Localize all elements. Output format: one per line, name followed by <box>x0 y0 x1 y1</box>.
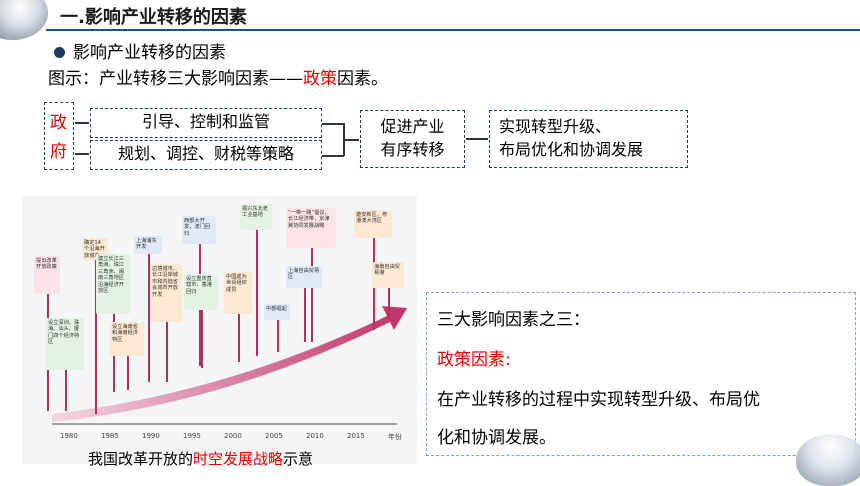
timeline-caption-suffix: 示意 <box>283 450 314 468</box>
year-tick-label: 2015 <box>347 432 365 440</box>
connector <box>75 153 89 155</box>
middle-line-2: 有序转移 <box>380 140 445 159</box>
info-line-3: 在产业转移的过程中实现转型升级、布局优 <box>437 390 760 410</box>
year-tick-label: 2010 <box>306 432 324 440</box>
timeline-event: 上海浦东开发 <box>134 236 162 254</box>
timeline-caption: 我国改革开放的时空发展战略示意 <box>88 448 313 469</box>
event-connector <box>256 230 258 356</box>
event-connector <box>277 320 279 352</box>
event-connector <box>166 322 168 382</box>
arrow-connector <box>466 138 488 140</box>
timeline-event: 海南自由贸易港 <box>372 262 404 288</box>
role-box-plan: 规划、调控、财税等策略 <box>90 140 322 170</box>
timeline-event: 边境城市、长江沿岸城市和内陆省会城市开放开发 <box>150 264 182 322</box>
event-connector <box>304 288 306 342</box>
government-box: 政 府 <box>44 102 74 170</box>
connector <box>75 122 89 124</box>
timeline-event: 中部崛起 <box>264 304 290 320</box>
year-tick-label: 1990 <box>142 432 160 440</box>
caption-suffix: 因素。 <box>337 69 388 89</box>
middle-line-1: 促进产业 <box>380 117 445 136</box>
event-connector <box>388 288 390 320</box>
event-connector <box>127 356 129 390</box>
year-tick-label: 2005 <box>265 432 283 440</box>
bullet-icon <box>54 47 65 58</box>
result-line-1: 实现转型升级、 <box>499 117 612 136</box>
info-line-2: 政策因素: <box>437 350 511 370</box>
timeline-event: 提出改革开放政策 <box>34 256 60 294</box>
timeline-event: 设立重庆直辖市，香港回归 <box>184 274 218 310</box>
event-connector <box>201 310 203 368</box>
info-line-4: 化和协调发展。 <box>437 428 556 448</box>
role-plan-text: 规划、调控、财税等策略 <box>117 144 294 163</box>
year-tick-label: 2000 <box>224 432 242 440</box>
title-underline <box>46 29 860 31</box>
timeline-event: 建立长江三角洲、珠江三角洲、闽南三角地区沿海经济开放区 <box>96 254 130 314</box>
role-box-guide: 引导、控制和监管 <box>90 108 322 138</box>
growth-arrow <box>52 306 407 425</box>
timeline-event: 上海自由贸易区 <box>286 266 322 288</box>
figure-caption: 图示：产业转移三大影响因素——政策因素。 <box>48 64 388 89</box>
timeline-event: 雄安新区、粤港澳大湾区 <box>354 210 392 238</box>
bowl-decoration <box>796 434 860 486</box>
timeline-event: 中国成为世贸组织成员 <box>224 272 252 314</box>
year-tick-label: 1985 <box>101 432 119 440</box>
timeline-event: “一带一路”倡议，长江经济带，京津冀协同发展战略 <box>286 208 336 248</box>
result-box: 实现转型升级、 布局优化和协调发展 <box>489 110 688 168</box>
caption-highlight: 政策 <box>303 69 337 89</box>
caption-prefix: 图示：产业转移三大影响因素—— <box>48 69 303 89</box>
event-connector <box>238 314 240 362</box>
timeline-event: 西部大开发，澳门回归 <box>182 216 216 244</box>
timeline-caption-highlight: 时空发展战略 <box>193 450 284 468</box>
info-box: 三大影响因素之三： 政策因素: 在产业转移的过程中实现转型升级、布局优 化和协调… <box>426 292 856 456</box>
year-tick-label: 1980 <box>60 432 78 440</box>
timeline-event: 设立海南省和海南经济特区 <box>110 322 144 356</box>
event-connector <box>95 260 97 414</box>
timeline-event: 设立深圳、珠海、汕头、厦门四个经济特区 <box>46 318 84 370</box>
result-line-2: 布局优化和协调发展 <box>499 140 644 159</box>
page-title: 一.影响产业转移的因素 <box>60 7 247 28</box>
government-char-2: 府 <box>50 142 67 162</box>
role-guide-text: 引导、控制和监管 <box>141 112 270 131</box>
year-tick-label: 年份 <box>388 433 402 441</box>
year-tick-label: 1995 <box>183 432 201 440</box>
event-connector <box>148 254 150 382</box>
bracket-connector <box>343 139 359 141</box>
globe-decoration <box>0 0 48 40</box>
bracket-connector <box>322 123 344 125</box>
middle-box: 促进产业 有序转移 <box>360 110 465 168</box>
timeline-event: 振兴东北老工业基地 <box>240 204 272 230</box>
timeline-caption-prefix: 我国改革开放的 <box>88 450 194 468</box>
event-connector <box>311 248 313 342</box>
bracket-connector <box>322 155 344 157</box>
government-char-1: 政 <box>50 113 67 133</box>
bullet-heading: 影响产业转移的因素 <box>73 43 226 63</box>
timeline-figure: 提出改革开放政策设立深圳、珠海、汕头、厦门四个经济特区确定14个沿海开放城市建立… <box>22 196 417 464</box>
info-line-1: 三大影响因素之三： <box>437 310 590 330</box>
event-connector <box>65 370 67 411</box>
